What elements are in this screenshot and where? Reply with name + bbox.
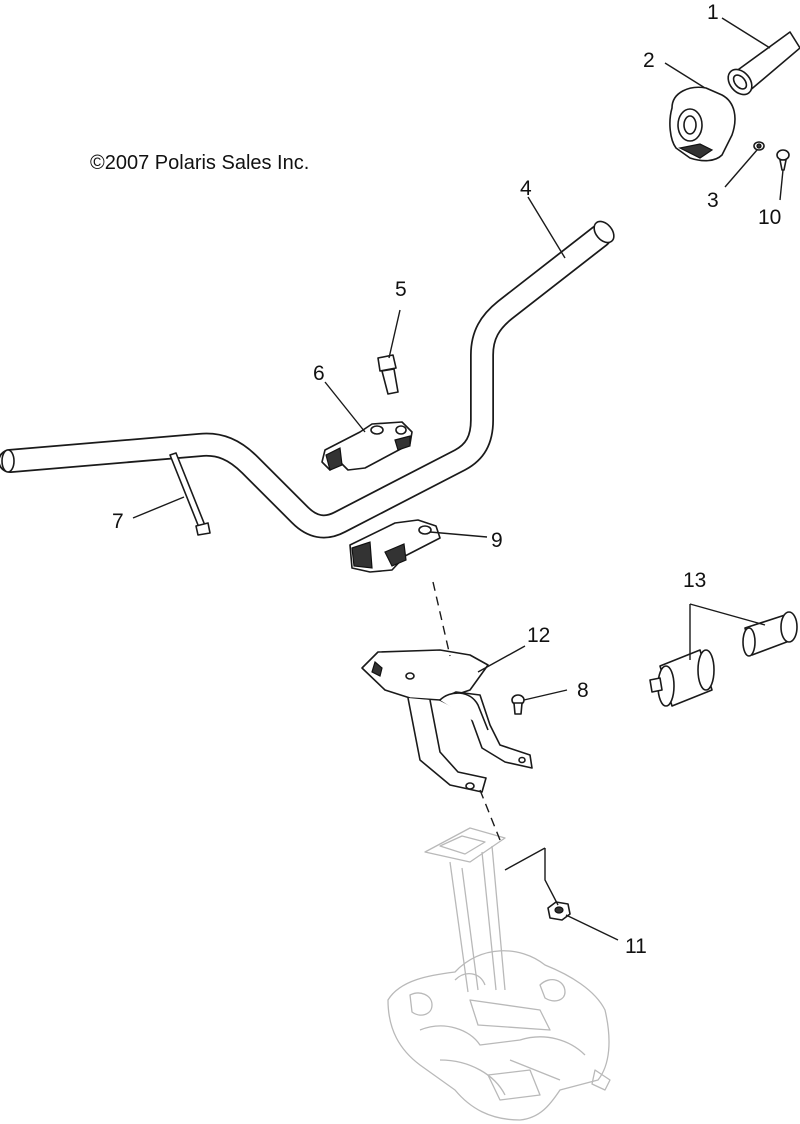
callout-labels: 1 2 3 4 5 6 7 8 9 10 11 12 13 [112,1,781,958]
leader-lines [132,17,784,941]
callout-3: 3 [707,189,719,212]
grip-set [649,611,798,707]
flange-nut [547,901,571,921]
callout-10: 10 [758,206,781,229]
clamp-bolt [377,354,399,395]
callout-5: 5 [395,278,407,301]
callout-7: 7 [112,510,124,533]
lower-clamp [349,519,441,573]
callout-12: 12 [527,624,550,647]
callout-13: 13 [683,569,706,592]
handlebar [0,220,615,539]
handlebar-bracket [361,649,533,793]
callout-6: 6 [313,362,325,385]
callout-11: 11 [625,935,647,958]
callout-9: 9 [491,529,503,552]
bracket-bolt [511,694,525,715]
long-bolt [169,452,211,536]
callout-1: 1 [707,1,719,24]
set-screw [753,141,765,151]
grip-tube [727,31,800,96]
assembly-lines [432,581,501,841]
upper-clamp [321,421,413,471]
callout-8: 8 [577,679,589,702]
small-screw [776,149,790,171]
steering-frame-outline [387,827,611,1121]
callout-4: 4 [520,177,532,200]
copyright-notice: ©2007 Polaris Sales Inc. [90,152,310,174]
callout-2: 2 [643,49,655,72]
throttle-housing [669,86,736,162]
